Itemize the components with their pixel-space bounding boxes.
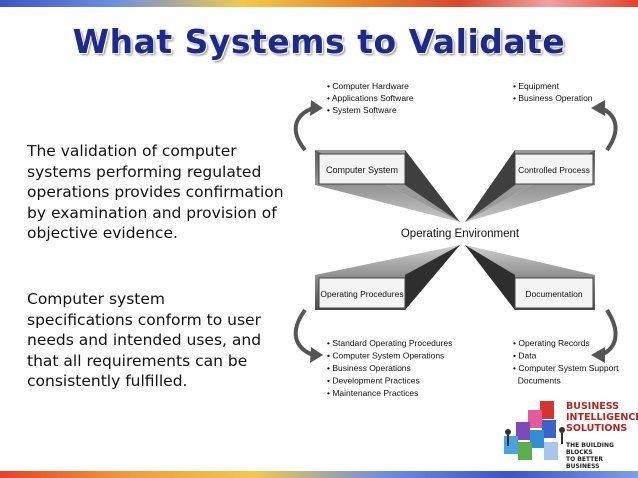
box-label-documentation: Documentation: [525, 289, 582, 299]
bottom-color-stripe: [0, 471, 638, 478]
list-controlled-process-items: • Equipment • Business Operation: [513, 81, 593, 103]
operating-environment-diagram: Computer System Controlled Process Opera…: [293, 81, 619, 398]
top-color-stripe: [0, 0, 638, 7]
list-item: • Business Operation: [513, 93, 593, 103]
list-item: • Maintenance Practices: [327, 388, 418, 398]
list-item: • Data: [513, 351, 537, 361]
paragraph-validation: The validation of computer systems perfo…: [27, 142, 284, 242]
list-item: • Development Practices: [327, 376, 420, 386]
list-item: • Equipment: [513, 81, 560, 91]
business-intelligence-solutions-logo: BUSINESS INTELLIGENCE SOLUTIONS THE BUIL…: [496, 396, 638, 470]
box-label-computer-system: Computer System: [326, 165, 398, 175]
list-item: • Computer System Operations: [327, 351, 444, 361]
list-computer-system-items: • Computer Hardware • Applications Softwa…: [327, 81, 414, 115]
logo-name: BUSINESS INTELLIGENCE SOLUTIONS: [566, 401, 638, 434]
wedge-controlled-process: [465, 150, 595, 222]
list-item: • Standard Operating Procedures: [327, 338, 452, 348]
paragraph-specifications: Computer system specifications conform t…: [27, 290, 262, 390]
list-item: • System Software: [327, 105, 397, 115]
wedge-operating-procedures: [315, 245, 460, 310]
slide-title: What Systems to Validate: [72, 22, 566, 61]
list-documentation-items: • Operating Records • Data • Computer Syst…: [513, 338, 619, 386]
list-item: • Computer System Support: [513, 363, 619, 373]
logo-name-line-2: INTELLIGENCE: [566, 412, 638, 423]
arrow-bottom-left-icon: [293, 308, 314, 357]
arrow-top-left-icon: [293, 106, 314, 152]
list-item: • Computer Hardware: [327, 81, 409, 91]
logo-tagline-line-1: THE BUILDING BLOCKS: [566, 442, 614, 456]
list-item: Documents: [513, 376, 561, 386]
list-operating-procedures-items: • Standard Operating Procedures • Compute…: [327, 338, 452, 398]
list-item: • Applications Software: [327, 93, 414, 103]
logo-tagline: THE BUILDING BLOCKS TO BETTER BUSINESS: [566, 442, 636, 470]
list-item: • Business Operations: [327, 363, 411, 373]
box-label-controlled-process: Controlled Process: [518, 165, 590, 175]
box-label-operating-procedures: Operating Procedures: [320, 289, 403, 299]
center-label-operating-environment: Operating Environment: [401, 228, 520, 240]
wedge-documentation: [465, 245, 595, 310]
logo-name-line-3: SOLUTIONS: [566, 423, 628, 434]
wedge-computer-system: [315, 150, 460, 222]
logo-tagline-line-2: TO BETTER BUSINESS: [566, 456, 603, 470]
logo-name-line-1: BUSINESS: [566, 401, 620, 412]
building-blocks-icon: [504, 401, 565, 460]
list-item: • Operating Records: [513, 338, 590, 348]
